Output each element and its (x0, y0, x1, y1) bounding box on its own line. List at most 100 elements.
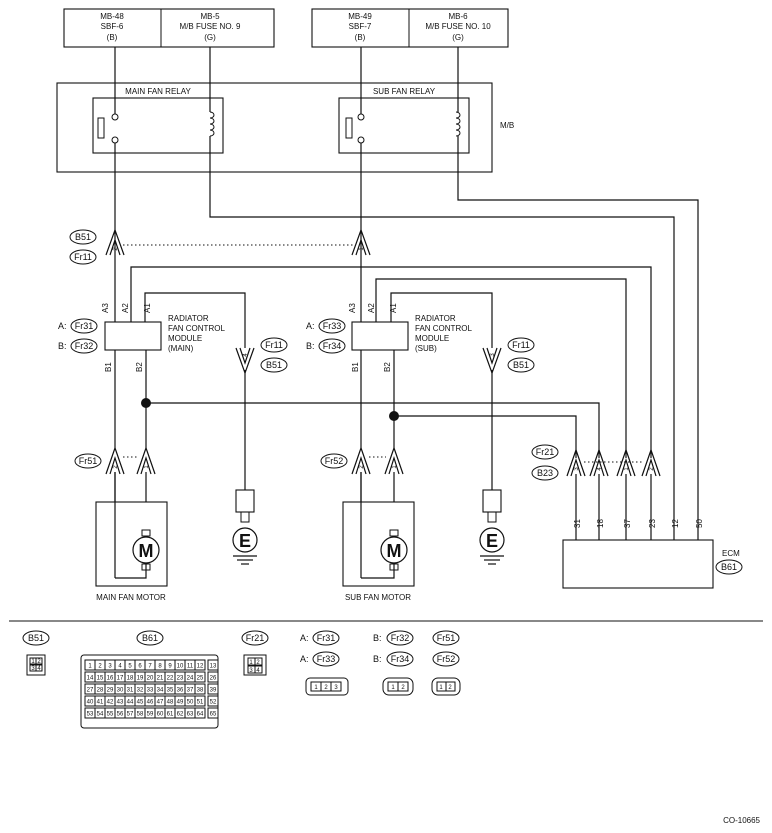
b61-pin-cell (207, 671, 219, 683)
main-relay-coil (209, 111, 215, 137)
b61-pin-number: 53 (87, 712, 94, 718)
b61-pin-number: 16 (107, 676, 114, 682)
svg-text:MODULE: MODULE (415, 334, 449, 343)
svg-text:4: 4 (256, 668, 260, 674)
ground-main: E (232, 489, 258, 565)
b61-pin-number: 24 (187, 676, 194, 682)
svg-text:A3: A3 (348, 303, 357, 313)
svg-text:A:: A: (58, 321, 67, 331)
svg-text:RADIATOR: RADIATOR (415, 314, 456, 323)
conn-ecm: 3 4 1 2 (566, 448, 661, 477)
svg-text:B:: B: (373, 654, 382, 664)
b61-pin-cell (194, 683, 206, 695)
svg-text:B:: B: (306, 341, 315, 351)
b61-pin-number: 15 (97, 676, 104, 682)
svg-text:1: 1 (249, 660, 253, 666)
svg-text:Fr11: Fr11 (74, 252, 92, 262)
ref-fr11-main: Fr11 (260, 337, 288, 353)
svg-text:4: 4 (37, 666, 41, 672)
svg-text:Fr32: Fr32 (391, 633, 410, 643)
mb6-line2: M/B FUSE NO. 10 (425, 22, 491, 31)
b61-pin-number: 19 (137, 676, 144, 682)
mb49-line2: SBF-7 (349, 22, 372, 31)
ref-fr33: A: Fr33 (306, 318, 346, 334)
svg-text:2: 2 (256, 660, 260, 666)
b61-pin-number: 56 (117, 712, 124, 718)
main-fan-motor-label: MAIN FAN MOTOR (96, 593, 166, 602)
b61-pin-number: 5 (128, 664, 132, 670)
mb6-line3: (G) (452, 33, 464, 42)
b61-pin-number: 64 (197, 712, 204, 718)
svg-text:A:: A: (306, 321, 315, 331)
motor-icon-main (132, 536, 160, 564)
svg-text:Fr31: Fr31 (317, 633, 336, 643)
legend-b51: B51 1 2 3 4 (22, 630, 50, 676)
b61-pin-number: 44 (127, 700, 134, 706)
b61-pin-number: 2 (98, 664, 102, 670)
svg-text:12: 12 (671, 519, 680, 528)
b61-pin-cell (194, 671, 206, 683)
svg-text:Fr31: Fr31 (75, 321, 94, 331)
svg-text:2: 2 (113, 465, 119, 469)
ref-b51-top: B51 (69, 229, 97, 245)
sub-fan-motor: M SUB FAN MOTOR (342, 472, 415, 602)
ground-sub: E (479, 489, 505, 565)
main-fan-relay-label: MAIN FAN RELAY (125, 87, 191, 96)
b61-pin-number: 65 (210, 712, 217, 718)
svg-text:3: 3 (31, 666, 35, 672)
b61-pin-number: 13 (210, 664, 217, 670)
svg-text:B:: B: (373, 633, 382, 643)
b61-pin-number: 7 (148, 664, 152, 670)
ecm-unit: 31 18 37 23 12 50 ECM B61 (562, 519, 743, 589)
svg-text:A1: A1 (143, 303, 152, 313)
ref-fr11-sub: Fr11 (507, 337, 535, 353)
sub-relay-coil (455, 111, 461, 137)
svg-text:3: 3 (574, 467, 580, 471)
b61-pin-number: 63 (187, 712, 194, 718)
svg-text:B51: B51 (266, 360, 282, 370)
fan-control-module-main: A3 A2 A1 B1 B2 RADIATOR FAN CONTROL MODU… (101, 303, 225, 372)
b61-pin-number: 21 (157, 676, 164, 682)
mb5-line1: MB-5 (200, 12, 220, 21)
mb6-line1: MB-6 (448, 12, 468, 21)
svg-text:1: 1 (439, 685, 443, 691)
svg-text:Fr11: Fr11 (512, 340, 530, 350)
b61-pin-number: 46 (147, 700, 154, 706)
b61-pin-cell (194, 707, 206, 719)
b61-pin-number: 1 (88, 664, 92, 670)
svg-text:B51: B51 (513, 360, 529, 370)
b61-pin-number: 37 (187, 688, 194, 694)
svg-text:E: E (486, 531, 498, 551)
svg-text:A:: A: (300, 654, 309, 664)
b61-pin-number: 39 (210, 688, 217, 694)
svg-text:B1: B1 (104, 362, 113, 372)
svg-text:A2: A2 (367, 303, 376, 313)
top-terminal-box-right: MB-49 SBF-7 (B) MB-6 M/B FUSE NO. 10 (G) (311, 8, 509, 48)
mb5-line2: M/B FUSE NO. 9 (180, 22, 241, 31)
b61-pin-number: 47 (157, 700, 164, 706)
ecm-label: ECM (722, 549, 740, 558)
b61-pin-number: 17 (117, 676, 124, 682)
mb49-line3: (B) (355, 33, 366, 42)
svg-text:18: 18 (596, 519, 605, 528)
b61-pin-cell (194, 695, 206, 707)
b61-pin-number: 22 (167, 676, 174, 682)
b61-pin-number: 54 (97, 712, 104, 718)
svg-text:A2: A2 (121, 303, 130, 313)
svg-text:1: 1 (314, 685, 318, 691)
svg-text:RADIATOR: RADIATOR (168, 314, 209, 323)
b61-pin-cell (207, 659, 219, 671)
b61-pin-cell (207, 695, 219, 707)
mb48-line2: SBF-6 (101, 22, 124, 31)
ref-fr11-top: Fr11 (69, 249, 97, 265)
sub-fan-relay-label: SUB FAN RELAY (373, 87, 436, 96)
b61-pin-number: 61 (167, 712, 174, 718)
svg-text:E: E (239, 531, 251, 551)
b61-pin-number: 25 (197, 676, 204, 682)
svg-text:Fr51: Fr51 (79, 456, 98, 466)
legend-fr31-fr33: A: Fr31 A: Fr33 1 2 3 (300, 630, 349, 696)
motor-icon-sub (380, 536, 408, 564)
b61-pin-number: 12 (197, 664, 204, 670)
